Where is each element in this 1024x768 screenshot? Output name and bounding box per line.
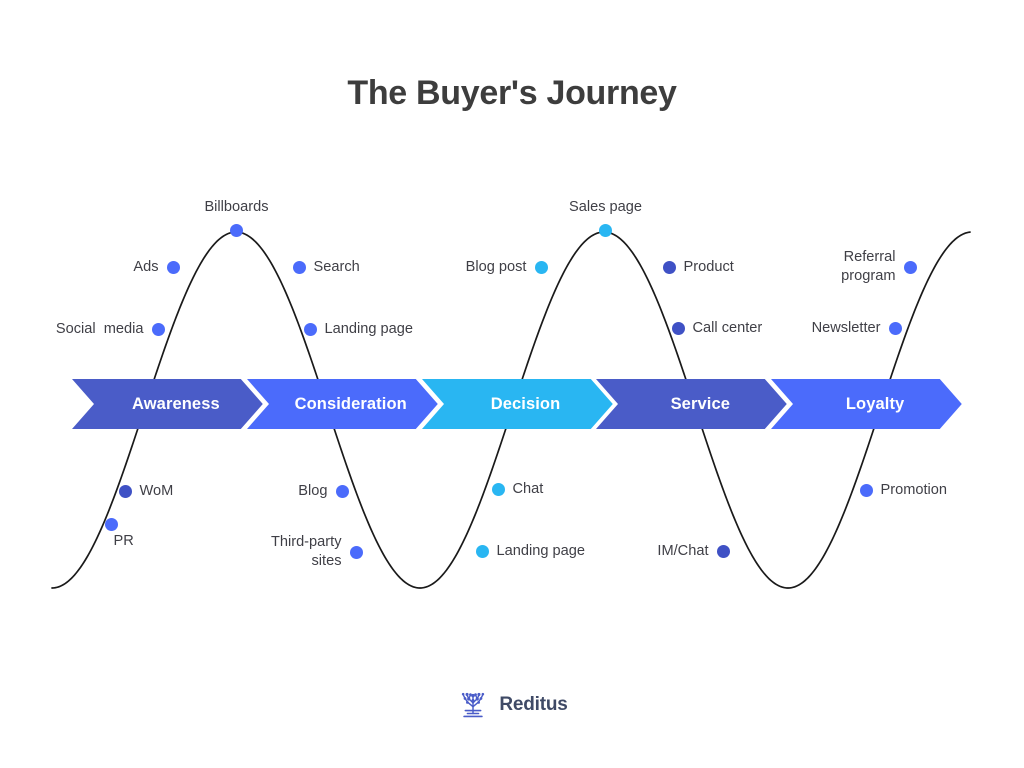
touchpoint-label: Referral program: [841, 249, 896, 284]
touchpoint-label: Sales page: [568, 198, 643, 215]
touchpoint[interactable]: PR: [104, 517, 134, 549]
touchpoint[interactable]: Blog: [298, 483, 349, 499]
touchpoint-label: Third-party sites: [270, 534, 342, 569]
touchpoint-label: Search: [313, 258, 360, 275]
touchpoint[interactable]: Search: [292, 259, 360, 275]
touchpoint-label: Call center: [692, 319, 763, 336]
journey-stage-band: Awareness Consideration Decision Service Loy…: [72, 379, 962, 429]
touchpoint-label: WoM: [139, 482, 174, 499]
touchpoint-label: Product: [683, 258, 734, 275]
touchpoint-label: Promotion: [880, 481, 948, 498]
stage-label: Consideration: [294, 394, 407, 413]
chevron-shape: [421, 379, 613, 429]
touchpoint[interactable]: Product: [662, 259, 734, 275]
touchpoint[interactable]: Blog post: [466, 259, 548, 275]
touchpoint-dot: [229, 223, 243, 237]
touchpoint-label: Billboards: [204, 198, 269, 215]
touchpoint-label: Blog: [298, 482, 328, 499]
chevron-shape: [771, 379, 962, 429]
touchpoint-dot: [292, 260, 306, 274]
touchpoint[interactable]: Sales page: [569, 199, 642, 237]
stage-chevron-loyalty[interactable]: Loyalty: [771, 379, 968, 429]
touchpoint-label: Blog post: [465, 258, 527, 275]
stage-label: Service: [670, 394, 730, 413]
brand-logo: Reditus: [0, 688, 1024, 722]
touchpoint-dot: [475, 544, 489, 558]
touchpoint-label: Landing page: [496, 542, 585, 559]
touchpoint-label: Newsletter: [811, 319, 881, 336]
touchpoint[interactable]: Landing page: [475, 543, 585, 559]
stage-label: Decision: [490, 394, 561, 413]
touchpoint[interactable]: Call center: [671, 320, 762, 336]
touchpoint[interactable]: Promotion: [859, 482, 947, 498]
touchpoint[interactable]: IM/Chat: [657, 543, 730, 559]
stage-chevron-consideration[interactable]: Consideration: [246, 379, 444, 429]
stage-label: Awareness: [132, 394, 220, 413]
touchpoint[interactable]: Third-party sites: [271, 534, 363, 569]
touchpoint-dot: [166, 260, 180, 274]
touchpoint-dot: [151, 322, 165, 336]
touchpoint-label: Chat: [512, 480, 544, 497]
stage-chevron-awareness[interactable]: Awareness: [72, 379, 269, 429]
touchpoint-dot: [303, 322, 317, 336]
touchpoint-dot: [598, 223, 612, 237]
touchpoint-label: Landing page: [324, 320, 413, 337]
touchpoint-dot: [859, 483, 873, 497]
touchpoint[interactable]: Ads: [133, 259, 180, 275]
touchpoint[interactable]: Social media: [56, 321, 165, 337]
stage-chevron-decision[interactable]: Decision: [421, 379, 619, 429]
touchpoint-dot: [118, 484, 132, 498]
touchpoint[interactable]: WoM: [118, 483, 173, 499]
touchpoint-dot: [888, 321, 902, 335]
touchpoint-label: Social media: [55, 320, 144, 337]
chevron-shape: [246, 379, 438, 429]
chevron-shape: [72, 379, 263, 429]
touchpoint-label: PR: [113, 532, 134, 549]
tree-icon: [462, 692, 485, 718]
touchpoint[interactable]: Referral program: [841, 249, 917, 284]
touchpoint[interactable]: Newsletter: [812, 320, 902, 336]
touchpoint-dot: [104, 517, 118, 531]
touchpoint-dot: [335, 484, 349, 498]
brand-wordmark: Reditus: [499, 694, 568, 715]
touchpoint-dot: [716, 544, 730, 558]
touchpoint-dot: [903, 260, 917, 274]
touchpoint-dot: [491, 482, 505, 496]
touchpoint-dot: [534, 260, 548, 274]
stage-label: Loyalty: [845, 394, 905, 413]
touchpoint-label: Ads: [133, 258, 159, 275]
touchpoint[interactable]: Landing page: [303, 321, 413, 337]
chevron-shape: [596, 379, 788, 429]
touchpoint[interactable]: Billboards: [204, 199, 269, 237]
touchpoint[interactable]: Chat: [491, 481, 543, 497]
stage-chevron-service[interactable]: Service: [596, 379, 793, 429]
page-title: The Buyer's Journey: [347, 74, 677, 112]
touchpoint-dot: [349, 545, 363, 559]
touchpoint-dot: [662, 260, 676, 274]
touchpoint-label: IM/Chat: [657, 542, 709, 559]
touchpoint-dot: [671, 321, 685, 335]
